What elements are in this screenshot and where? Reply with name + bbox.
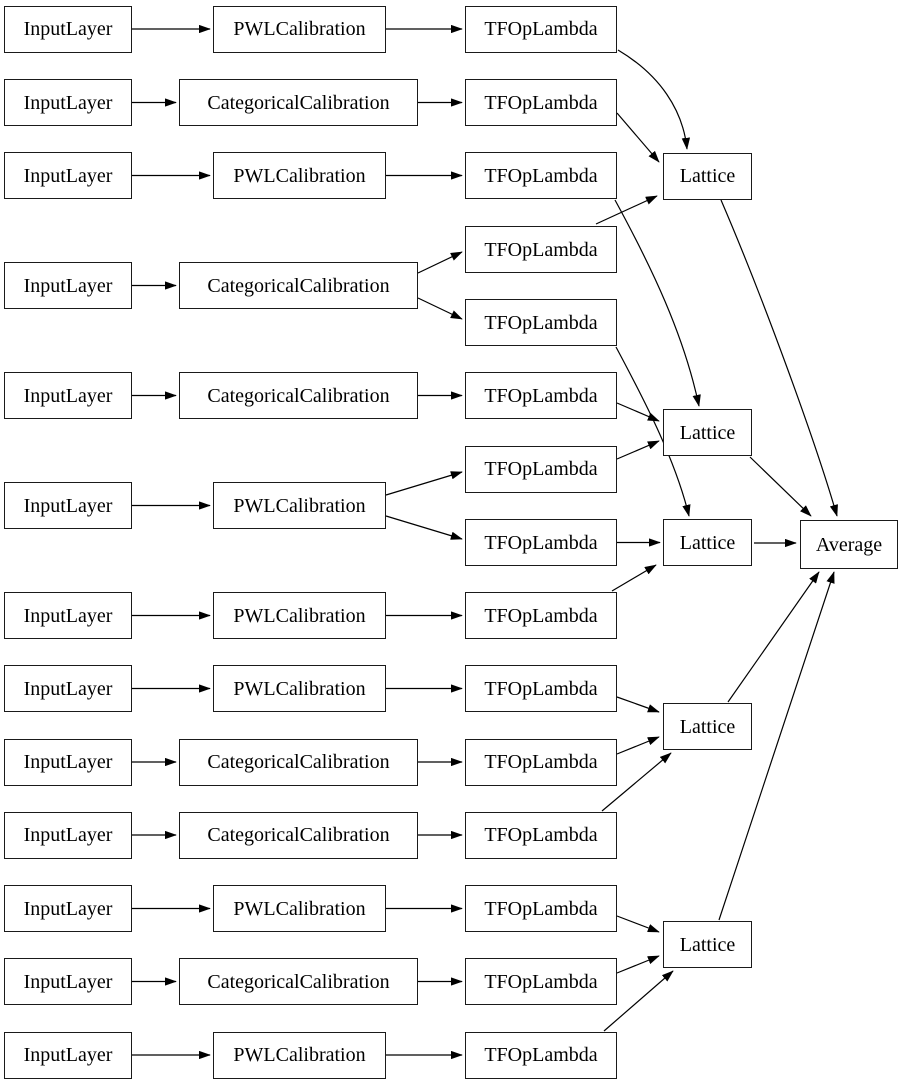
node-pwl13-calibration-box: PWLCalibration xyxy=(213,1031,386,1079)
edge-lat2-to-avg xyxy=(749,456,812,517)
node-lam4b-lambda-box: TFOpLambda xyxy=(465,299,617,346)
node-in12-input-box: InputLayer xyxy=(4,958,132,1005)
edge-pwl6-to-lam6a xyxy=(385,471,463,496)
edge-lam4a-to-lat1 xyxy=(595,195,658,225)
edges-group xyxy=(132,24,838,1060)
node-in7-input-box: InputLayer xyxy=(4,592,132,639)
node-lam3-lambda-box: TFOpLambda xyxy=(465,152,617,199)
node-in6-input-box: InputLayer xyxy=(4,482,132,529)
node-pwl11-calibration-box: PWLCalibration xyxy=(213,885,386,932)
node-in13-input-box: InputLayer xyxy=(4,1031,132,1079)
edge-lam8-to-lat4 xyxy=(616,696,660,713)
edge-pwl6-to-lam6b xyxy=(385,515,463,540)
node-pwl8-calibration-box: PWLCalibration xyxy=(213,665,386,712)
node-lat2-lattice-box: Lattice xyxy=(663,409,752,456)
node-cat12-calibration-box: CategoricalCalibration xyxy=(179,958,418,1005)
node-in1-input-box: InputLayer xyxy=(4,5,132,53)
node-lat5-lattice-box: Lattice xyxy=(663,921,752,968)
node-lat3-lattice-box: Lattice xyxy=(663,519,752,566)
node-lam2-lambda-box: TFOpLambda xyxy=(465,79,617,126)
edge-lam9-to-lat4 xyxy=(616,736,660,755)
edge-lam6a-to-lat2 xyxy=(616,440,660,460)
node-pwl1-calibration-box: PWLCalibration xyxy=(213,5,386,53)
node-cat4-calibration-box: CategoricalCalibration xyxy=(179,262,418,309)
node-lam1-lambda-box: TFOpLambda xyxy=(465,5,617,53)
node-in2-input-box: InputLayer xyxy=(4,79,132,126)
node-in11-input-box: InputLayer xyxy=(4,885,132,932)
node-in4-input-box: InputLayer xyxy=(4,262,132,309)
edge-lam4b-to-lat3 xyxy=(615,346,691,517)
node-lam13-lambda-box: TFOpLambda xyxy=(465,1031,617,1079)
node-cat5-calibration-box: CategoricalCalibration xyxy=(179,372,418,419)
edge-lam1-to-lat1 xyxy=(617,49,691,150)
node-avg-average-box: Average xyxy=(800,520,898,569)
node-cat2-calibration-box: CategoricalCalibration xyxy=(179,79,418,126)
edge-lam2-to-lat1 xyxy=(616,112,660,163)
node-lat4-lattice-box: Lattice xyxy=(663,703,752,750)
node-lam10-lambda-box: TFOpLambda xyxy=(465,811,617,859)
edge-cat4-to-lam4a xyxy=(417,251,463,274)
edge-lat5-to-avg xyxy=(718,571,835,921)
node-lam8-lambda-box: TFOpLambda xyxy=(465,665,617,712)
node-lam6b-lambda-box: TFOpLambda xyxy=(465,519,617,566)
edge-lam11-to-lat5 xyxy=(616,915,660,933)
node-in9-input-box: InputLayer xyxy=(4,738,132,786)
node-cat10-calibration-box: CategoricalCalibration xyxy=(179,811,418,859)
node-pwl6-calibration-box: PWLCalibration xyxy=(213,482,386,529)
node-lam7-lambda-box: TFOpLambda xyxy=(465,592,617,639)
node-cat9-calibration-box: CategoricalCalibration xyxy=(179,738,418,786)
node-lat1-lattice-box: Lattice xyxy=(663,152,752,200)
node-in8-input-box: InputLayer xyxy=(4,665,132,712)
node-pwl3-calibration-box: PWLCalibration xyxy=(213,152,386,199)
edge-lat1-to-avg xyxy=(720,199,838,517)
node-in10-input-box: InputLayer xyxy=(4,811,132,859)
node-in5-input-box: InputLayer xyxy=(4,372,132,419)
edge-cat4-to-lam4b xyxy=(417,297,463,320)
edge-lam7-to-lat3 xyxy=(611,564,657,592)
node-lam9-lambda-box: TFOpLambda xyxy=(465,738,617,786)
edge-lam12-to-lat5 xyxy=(616,955,660,974)
node-lam4a-lambda-box: TFOpLambda xyxy=(465,226,617,273)
node-lam5-lambda-box: TFOpLambda xyxy=(465,372,617,419)
edge-lat4-to-avg xyxy=(727,571,820,703)
node-lam11-lambda-box: TFOpLambda xyxy=(465,885,617,932)
node-pwl7-calibration-box: PWLCalibration xyxy=(213,592,386,639)
edge-lam10-to-lat4 xyxy=(601,752,672,812)
node-lam6a-lambda-box: TFOpLambda xyxy=(465,445,617,493)
edge-lam3-to-lat2 xyxy=(614,199,701,407)
node-in3-input-box: InputLayer xyxy=(4,152,132,199)
node-lam12-lambda-box: TFOpLambda xyxy=(465,958,617,1005)
edge-lam13-to-lat5 xyxy=(603,970,674,1032)
